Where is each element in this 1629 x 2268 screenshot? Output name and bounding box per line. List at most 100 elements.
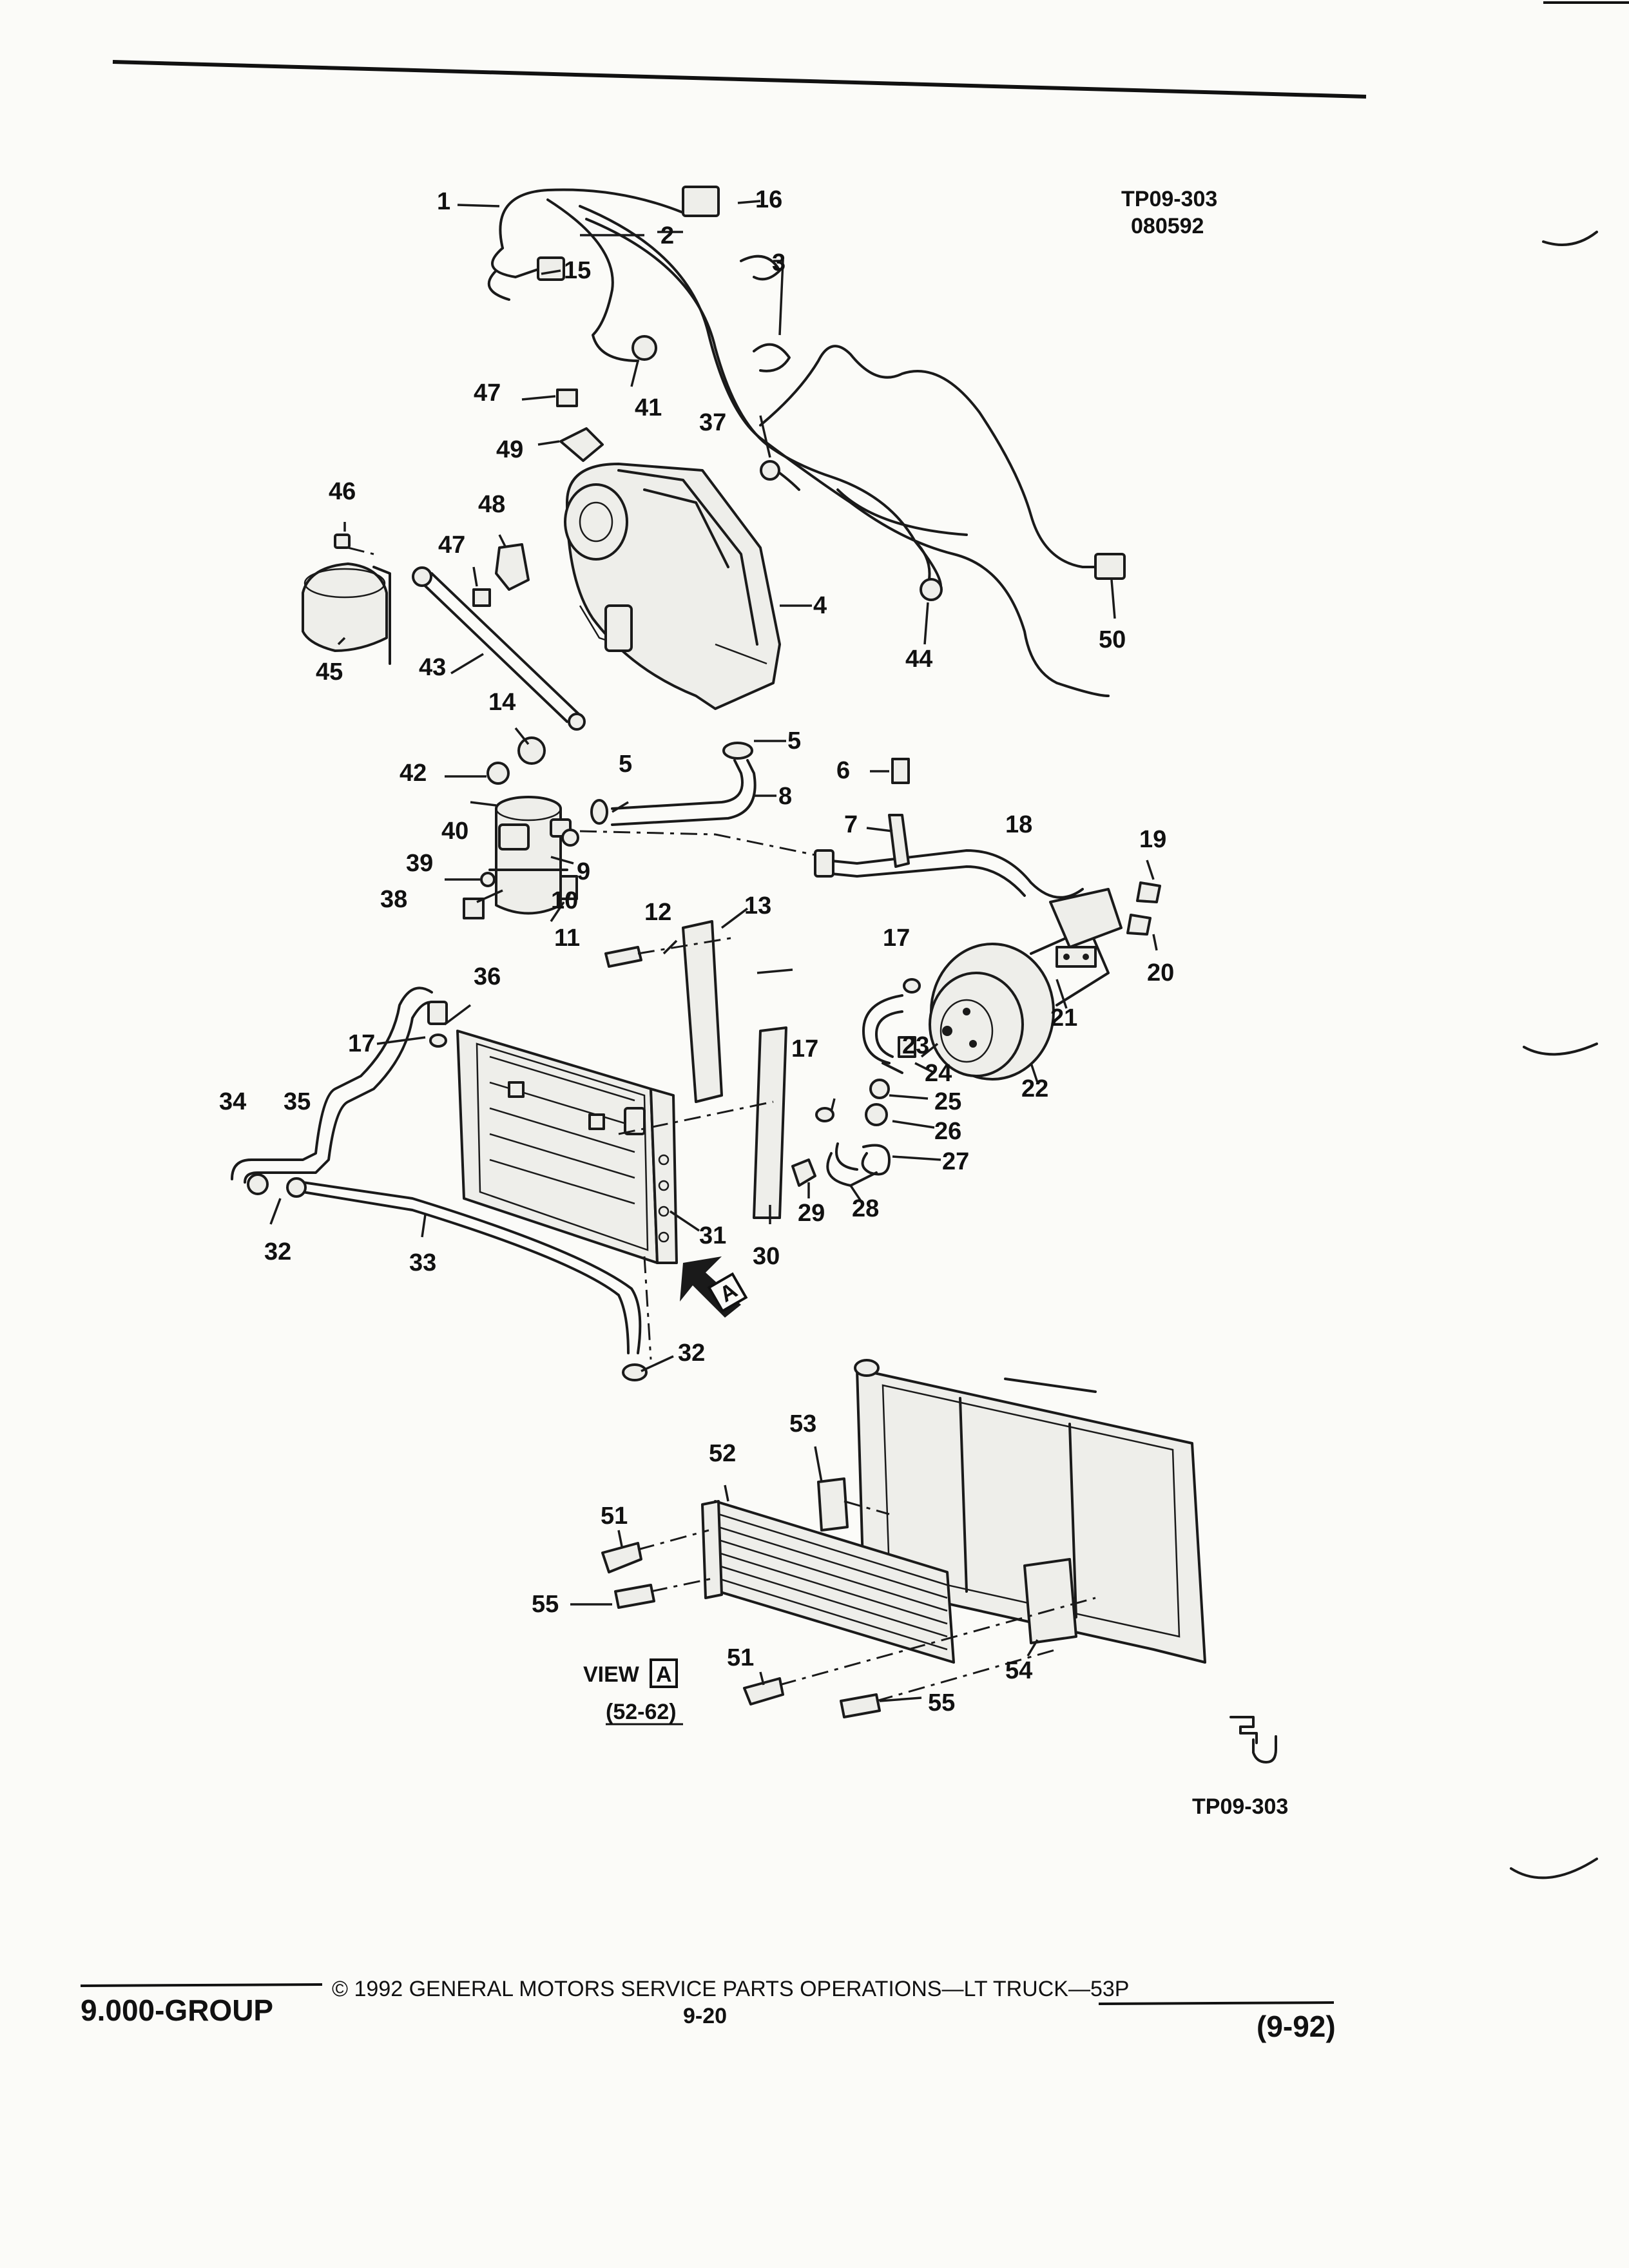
line-part xyxy=(244,1001,439,1184)
callout-46: 46 xyxy=(329,478,356,505)
bolt-part xyxy=(891,758,910,784)
callout-47: 47 xyxy=(474,380,501,407)
callout-50: 50 xyxy=(1099,626,1126,653)
callout-21: 21 xyxy=(1050,1004,1077,1032)
bracket-part xyxy=(682,920,723,1103)
callout-48: 48 xyxy=(478,491,505,518)
bolt-part xyxy=(614,1584,655,1609)
callout-11: 11 xyxy=(554,925,580,952)
footer-group: 9.000-GROUP xyxy=(81,1994,274,2027)
binding-mark xyxy=(1510,1858,1598,1879)
callout-52: 52 xyxy=(709,1440,736,1467)
line-part xyxy=(231,986,433,1180)
callout-4: 4 xyxy=(813,592,827,619)
leader-lines xyxy=(269,200,1158,1702)
callout-8: 8 xyxy=(778,783,792,810)
callout-31: 31 xyxy=(699,1222,726,1249)
callout-45: 45 xyxy=(316,658,343,686)
bolt-part xyxy=(601,1542,642,1573)
assembly-line xyxy=(643,1256,652,1360)
figure-ref-bottom: TP09-303 xyxy=(1192,1794,1288,1819)
view-a-tag: A xyxy=(707,1272,748,1313)
callout-55: 55 xyxy=(532,1591,559,1618)
washer-part xyxy=(903,978,921,994)
bolt-part xyxy=(1126,914,1152,936)
fitting-part xyxy=(898,1036,916,1058)
view-caption-box xyxy=(650,1658,678,1688)
bolt-part xyxy=(791,1158,816,1187)
callout-5: 5 xyxy=(787,727,801,754)
callout-17: 17 xyxy=(791,1035,818,1062)
line-part xyxy=(302,1181,642,1354)
callout-12: 12 xyxy=(644,899,671,926)
assembly-line xyxy=(579,830,825,858)
callout-25: 25 xyxy=(934,1088,961,1115)
binding-mark xyxy=(1523,1043,1598,1056)
accumulator-drier xyxy=(488,796,572,915)
assembly-line xyxy=(637,1500,1096,1702)
nut-part xyxy=(865,1103,888,1126)
footer-rule-left xyxy=(80,1983,323,1987)
callout-49: 49 xyxy=(496,436,523,463)
fitting-part xyxy=(559,875,578,900)
callout-10: 10 xyxy=(551,887,578,914)
callout-7: 7 xyxy=(844,811,858,838)
washer-part xyxy=(722,742,753,760)
oil-cooler xyxy=(701,1500,955,1664)
callout-2: 2 xyxy=(660,222,674,249)
callout-44: 44 xyxy=(905,646,932,673)
bolt-part xyxy=(1136,881,1161,903)
callout-14: 14 xyxy=(488,689,516,716)
footer-date: (9-92) xyxy=(1257,2010,1336,2043)
bracket-part xyxy=(1023,1558,1077,1644)
callout-15: 15 xyxy=(564,257,591,284)
callout-53: 53 xyxy=(789,1410,816,1437)
condenser xyxy=(456,1030,678,1264)
clip-part xyxy=(740,255,781,281)
compressor-manifold xyxy=(1049,888,1123,968)
callout-20: 20 xyxy=(1147,959,1174,986)
bracket-part xyxy=(888,814,910,868)
coil-part xyxy=(861,1144,891,1176)
callout-26: 26 xyxy=(934,1118,961,1145)
hose-part xyxy=(611,759,757,826)
callout-37: 37 xyxy=(699,409,726,436)
resistor-housing xyxy=(302,533,391,665)
callout-18: 18 xyxy=(1005,811,1032,838)
bracket-part xyxy=(817,1477,849,1532)
nut-part xyxy=(487,762,510,785)
callout-32: 32 xyxy=(678,1340,705,1367)
washer-part xyxy=(517,736,546,765)
callout-40: 40 xyxy=(441,818,468,845)
callout-47: 47 xyxy=(438,532,465,559)
bolt-part xyxy=(604,946,642,968)
bolt-part xyxy=(840,1693,881,1718)
callout-35: 35 xyxy=(284,1088,311,1115)
callout-3: 3 xyxy=(772,249,786,276)
clip-part xyxy=(753,343,791,372)
callout-41: 41 xyxy=(635,394,662,421)
evaporator-module xyxy=(564,463,781,710)
rod-eye xyxy=(568,713,586,731)
callout-55: 55 xyxy=(928,1689,955,1716)
fitting-part xyxy=(814,849,834,878)
callout-38: 38 xyxy=(380,886,407,913)
assembly-line xyxy=(637,936,735,955)
sensor-part xyxy=(495,543,530,591)
hose-part xyxy=(862,994,903,1064)
callout-16: 16 xyxy=(755,186,782,213)
view-caption-letter: A xyxy=(656,1662,672,1687)
washer-part xyxy=(590,799,608,825)
callout-labels: 1 2 3 4 5 5 6 7 8 9 10 11 12 13 14 15 16… xyxy=(219,186,1174,1716)
callout-43: 43 xyxy=(419,654,446,681)
view-caption: VIEW xyxy=(583,1662,640,1687)
washer-part xyxy=(429,1033,447,1048)
clip-part xyxy=(882,1062,903,1074)
callout-29: 29 xyxy=(798,1200,825,1227)
callout-51: 51 xyxy=(601,1503,628,1530)
callout-13: 13 xyxy=(744,892,771,919)
callout-33: 33 xyxy=(409,1249,436,1276)
callout-39: 39 xyxy=(406,850,433,877)
washer-part xyxy=(480,872,496,887)
